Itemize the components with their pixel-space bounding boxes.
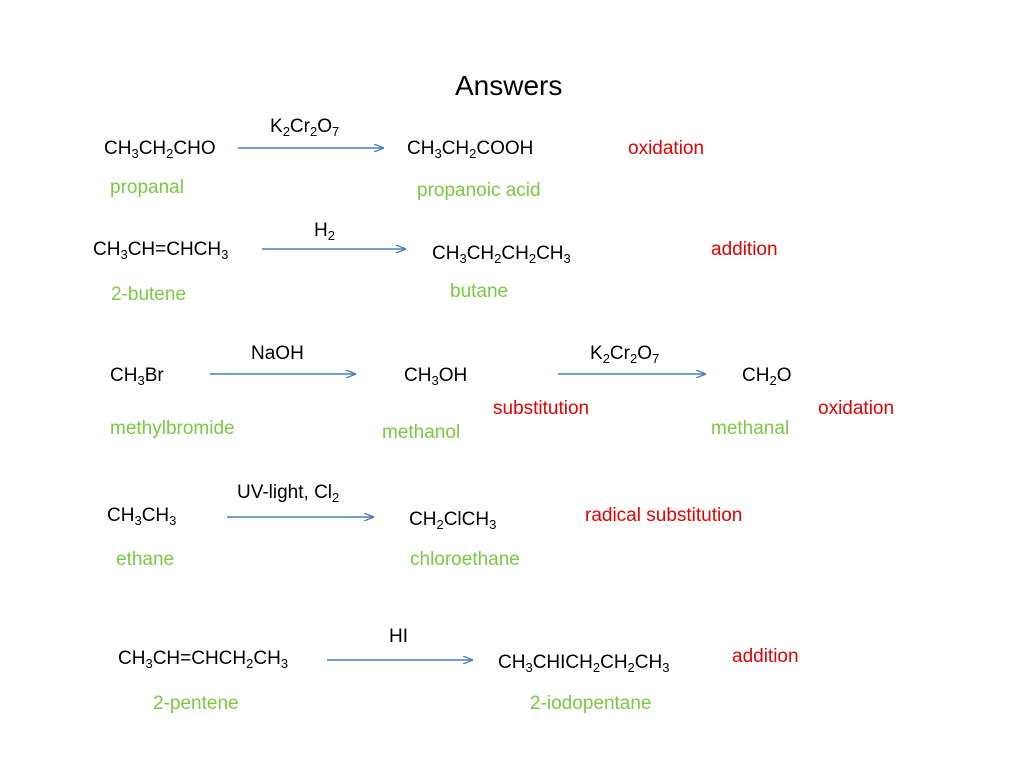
page-title: Answers [455,70,563,101]
product-formula: CH3CH2CH2CH3 [432,243,571,266]
product-name: propanoic acid [417,180,541,201]
product2-formula: CH2O [742,365,792,388]
product-name: chloroethane [410,549,520,570]
reaction-type-2: oxidation [818,398,895,419]
reactant-name: propanal [110,177,184,198]
reactant-name: methylbromide [110,418,235,439]
reactant-formula: CH3CH3 [107,505,177,528]
reagent-label: HI [389,626,408,647]
product-name: 2-iodopentane [530,693,652,714]
reagent-label: H2 [314,220,335,243]
product-name: butane [450,281,509,302]
product-formula: CH3CH2COOH [407,138,534,161]
reagent-label: K2Cr2O7 [270,116,340,139]
reaction-type: radical substitution [585,505,743,526]
reactant-formula: CH3CH2CHO [104,138,216,161]
reagent-label-2: K2Cr2O7 [590,343,660,366]
product-formula: CH2ClCH3 [409,509,497,532]
product2-name: methanal [711,418,790,439]
reaction-type: addition [732,646,799,667]
product-name: methanol [382,422,461,443]
product-formula: CH3OH [404,365,468,388]
reactant-name: 2-butene [111,284,187,305]
reactant-formula: CH3Br [110,365,164,388]
reactant-name: ethane [116,549,175,570]
reaction-type: substitution [493,398,590,419]
reagent-label: NaOH [251,343,304,364]
product-formula: CH3CHICH2CH2CH3 [498,652,670,675]
reactant-formula: CH3CH=CHCH3 [93,239,229,262]
reagent-label: UV-light, Cl2 [237,482,340,505]
reactant-formula: CH3CH=CHCH2CH3 [118,648,289,671]
reaction-type: addition [711,239,778,260]
reaction-type: oxidation [628,138,705,159]
reactant-name: 2-pentene [153,693,239,714]
